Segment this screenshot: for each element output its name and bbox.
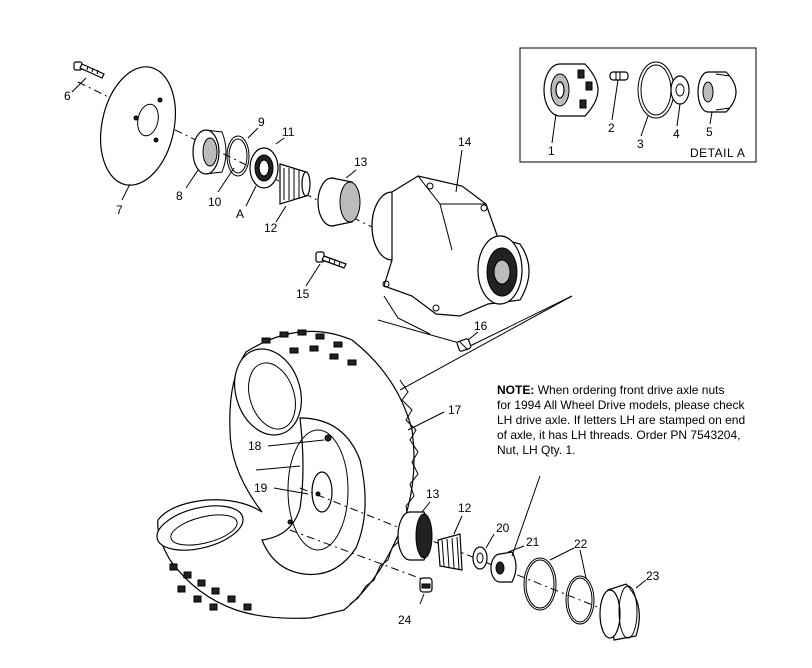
note-text-block: NOTE: When ordering front drive axle nut… bbox=[497, 383, 797, 458]
label-11: 11 bbox=[282, 125, 295, 139]
part-24-fitting bbox=[419, 577, 433, 593]
label-13-upper: 13 bbox=[354, 155, 368, 169]
detail-part-4 bbox=[670, 75, 690, 105]
label-21: 21 bbox=[526, 535, 540, 549]
note-line-2: for 1994 All Wheel Drive models, please … bbox=[497, 398, 745, 412]
label-15: 15 bbox=[296, 287, 310, 301]
label-24: 24 bbox=[398, 613, 412, 627]
detail-a-inset: 1 2 3 4 5 DETAIL A bbox=[519, 47, 757, 163]
label-14: 14 bbox=[458, 135, 472, 149]
part-16-fitting bbox=[456, 338, 472, 352]
label-9: 9 bbox=[258, 115, 265, 129]
part-9-ring bbox=[226, 135, 250, 177]
lower-centerline bbox=[299, 487, 631, 621]
part-12-bearing-lower bbox=[437, 533, 463, 571]
part-13-race-upper bbox=[317, 177, 361, 227]
note-line-1: When ordering front drive axle nuts bbox=[537, 383, 725, 397]
note-line-4: of axle, it has LH threads. Order PN 754… bbox=[497, 428, 741, 442]
label-22: 22 bbox=[574, 537, 588, 551]
detail-part-2 bbox=[609, 71, 629, 81]
part-14-hub bbox=[371, 175, 530, 335]
part-12-tapered-bearing bbox=[279, 163, 311, 205]
part-13-race-lower bbox=[397, 511, 433, 561]
label-23: 23 bbox=[646, 569, 660, 583]
part-20-washer bbox=[472, 546, 488, 570]
label-20: 20 bbox=[496, 521, 510, 535]
label-8: 8 bbox=[176, 189, 183, 203]
label-18: 18 bbox=[248, 439, 262, 453]
part-15-stud bbox=[315, 251, 347, 269]
part-21-nut bbox=[490, 551, 517, 583]
label-10: 10 bbox=[208, 195, 222, 209]
label-A: A bbox=[236, 207, 244, 221]
label-3: 3 bbox=[637, 137, 644, 151]
label-6: 6 bbox=[64, 89, 71, 103]
label-1: 1 bbox=[548, 144, 555, 158]
part-22-o-rings bbox=[523, 557, 595, 625]
label-2: 2 bbox=[608, 121, 615, 135]
part-17-tire bbox=[156, 329, 419, 619]
label-12-upper: 12 bbox=[264, 221, 278, 235]
detail-a-title: DETAIL A bbox=[690, 146, 745, 160]
note-heading: NOTE: bbox=[497, 383, 535, 397]
detail-part-5 bbox=[697, 71, 737, 113]
detail-part-1 bbox=[543, 63, 599, 117]
part-11-bearing bbox=[249, 147, 279, 189]
label-17: 17 bbox=[448, 403, 462, 417]
part-7-brake-disc bbox=[100, 66, 176, 186]
part-8-seal bbox=[192, 129, 227, 175]
label-19: 19 bbox=[254, 481, 268, 495]
label-16: 16 bbox=[474, 319, 488, 333]
part-23-cap bbox=[599, 583, 640, 641]
note-line-3: LH drive axle. If letters LH are stamped… bbox=[497, 413, 746, 427]
label-13-lower: 13 bbox=[426, 487, 440, 501]
label-7: 7 bbox=[116, 203, 123, 217]
note-line-5: Nut, LH Qty. 1. bbox=[497, 443, 576, 457]
label-5: 5 bbox=[706, 125, 713, 139]
label-12-lower: 12 bbox=[458, 501, 472, 515]
part-19-rim bbox=[261, 417, 366, 576]
label-4: 4 bbox=[673, 127, 680, 141]
part-6-bolt bbox=[73, 61, 105, 79]
